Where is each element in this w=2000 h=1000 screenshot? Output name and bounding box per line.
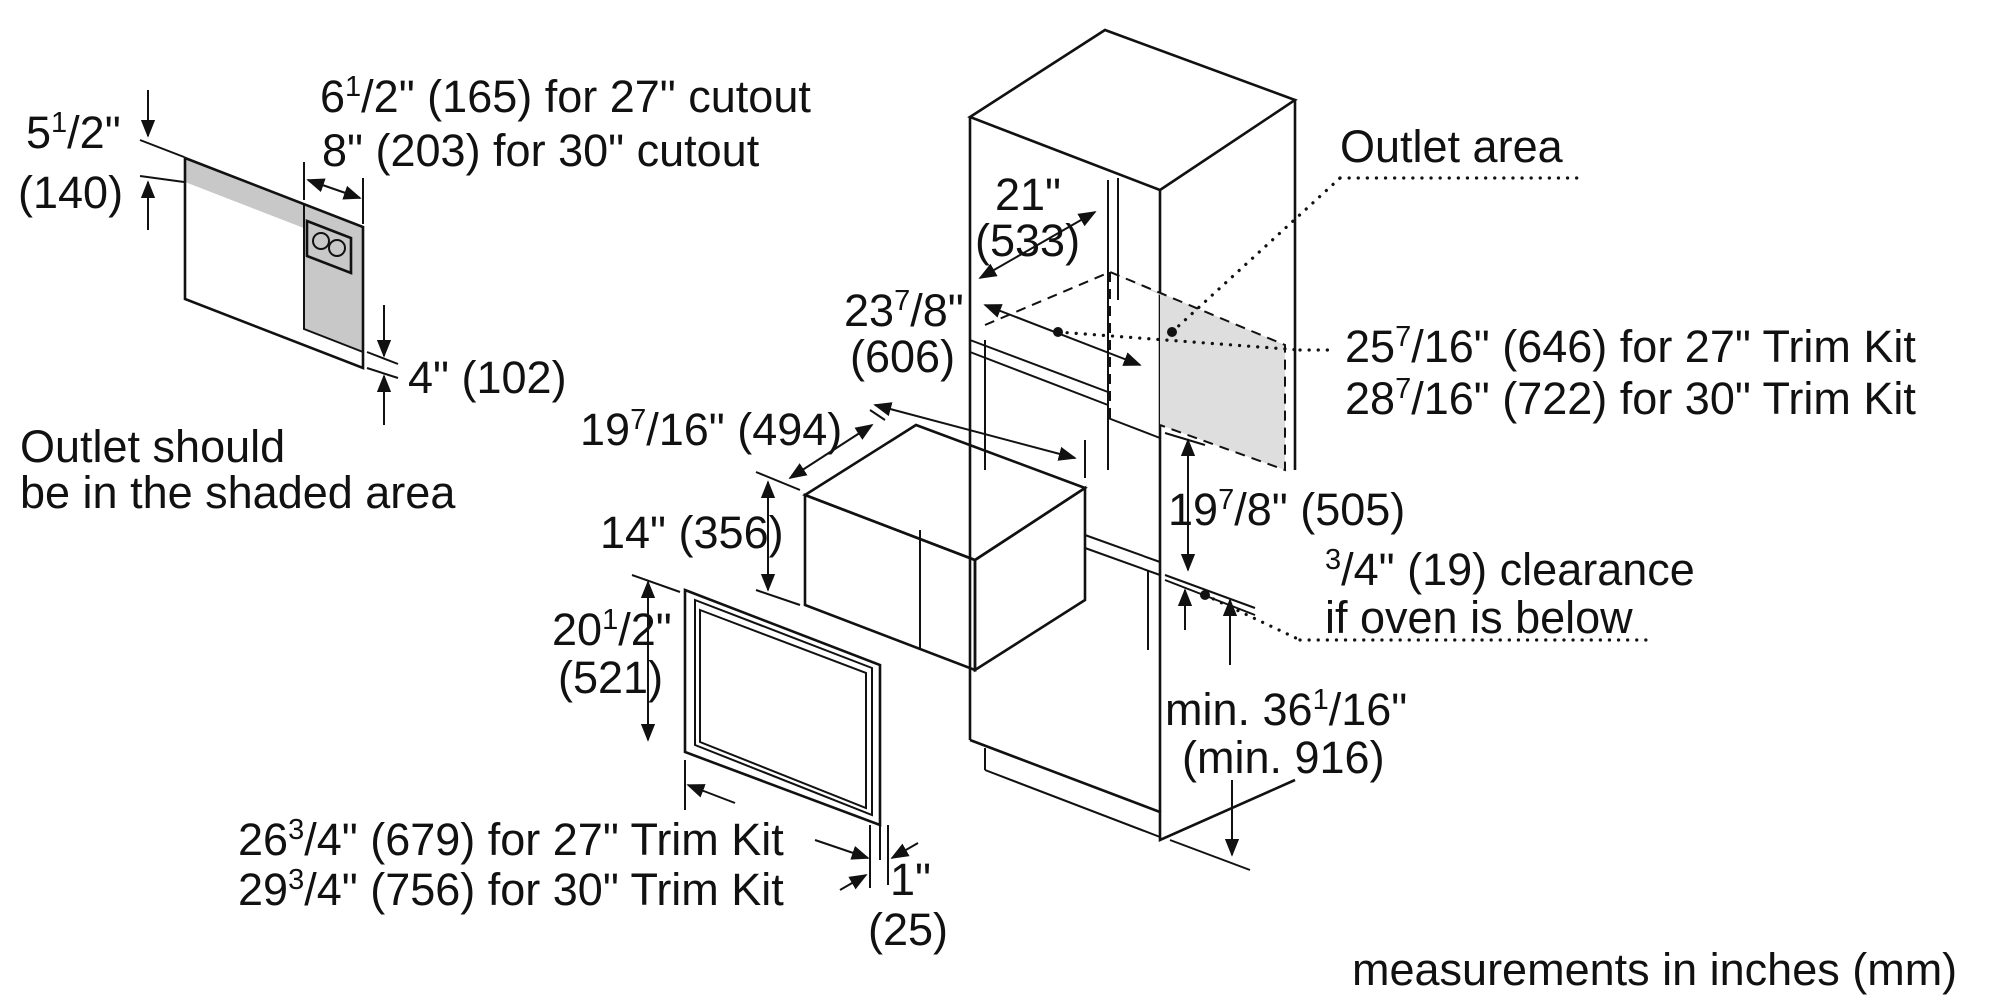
- depth-23-label: 237/8": [844, 285, 964, 336]
- depth-23-mm-label: (606): [850, 331, 955, 382]
- appliance-box: [802, 423, 1088, 673]
- outlet-height-mm-label: (140): [18, 167, 123, 218]
- cutout-27-label: 61/2" (165) for 27" cutout: [320, 71, 811, 122]
- trim-height-label: 201/2": [552, 604, 672, 655]
- depth-21-label: 21": [995, 169, 1061, 220]
- cutout-30-label: 8" (203) for 30" cutout: [322, 125, 760, 176]
- outlet-bottom-label: 4" (102): [408, 352, 567, 403]
- outlet-icon: [305, 219, 353, 275]
- trim-thickness-mm-label: (25): [868, 904, 948, 955]
- trim-thickness-label: 1": [890, 854, 931, 905]
- box-height-label: 14" (356): [600, 507, 784, 558]
- outlet-height-label: 51/2": [26, 107, 121, 158]
- trim-28-label: 287/16" (722) for 30" Trim Kit: [1345, 373, 1916, 424]
- clearance-label: 3/4" (19) clearance: [1325, 544, 1695, 595]
- trim-height-mm-label: (521): [558, 652, 663, 703]
- trim-width-27-label: 263/4" (679) for 27" Trim Kit: [238, 814, 784, 865]
- outlet-wall-detail: [139, 90, 399, 425]
- trim-25-label: 257/16" (646) for 27" Trim Kit: [1345, 321, 1916, 372]
- cabinet-height-label: 197/8" (505): [1168, 484, 1405, 535]
- min-height-label: min. 361/16": [1165, 684, 1407, 735]
- trim-width-30-label: 293/4" (756) for 30" Trim Kit: [238, 864, 784, 915]
- trim-kit-frame: [683, 588, 882, 860]
- leader-lines: [1053, 176, 1652, 642]
- min-height-mm-label: (min. 916): [1182, 732, 1385, 783]
- units-note: measurements in inches (mm): [1352, 944, 1957, 995]
- dimension-lines: [631, 178, 1256, 891]
- depth-21-mm-label: (533): [975, 215, 1080, 266]
- box-depth-label: 197/16" (494): [580, 404, 842, 455]
- clearance-note-label: if oven is below: [1325, 592, 1633, 643]
- outlet-area-label: Outlet area: [1340, 121, 1564, 172]
- outlet-note-line-1: Outlet should: [20, 421, 285, 472]
- outlet-note-line-2: be in the shaded area: [20, 467, 456, 518]
